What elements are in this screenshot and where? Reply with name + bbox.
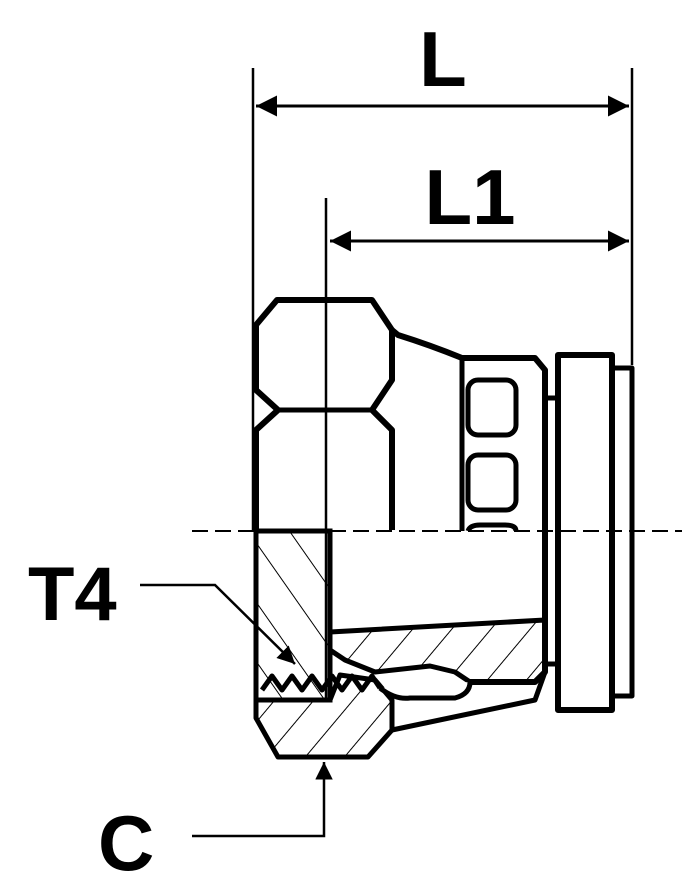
dimension-l1: L1 (324, 153, 629, 700)
leader-line-c (192, 762, 333, 838)
fitting-body (253, 297, 635, 713)
label-l: L (419, 15, 467, 103)
grip-pad (465, 452, 519, 513)
section-view (253, 528, 548, 760)
body-shoulder (390, 327, 548, 685)
thread-profile (259, 673, 383, 693)
label-t4: T4 (28, 552, 117, 637)
dimension-l: L (251, 15, 634, 530)
hex-nut-top (253, 297, 395, 530)
end-ring (609, 365, 635, 699)
end-flange (555, 352, 615, 713)
label-l1: L1 (424, 153, 515, 241)
leader-t4: T4 (28, 552, 296, 665)
grip-pad (465, 377, 519, 438)
body-section (327, 617, 548, 685)
leader-c: C (98, 762, 333, 887)
leader-line-t4 (140, 583, 296, 665)
label-c: C (98, 799, 154, 887)
